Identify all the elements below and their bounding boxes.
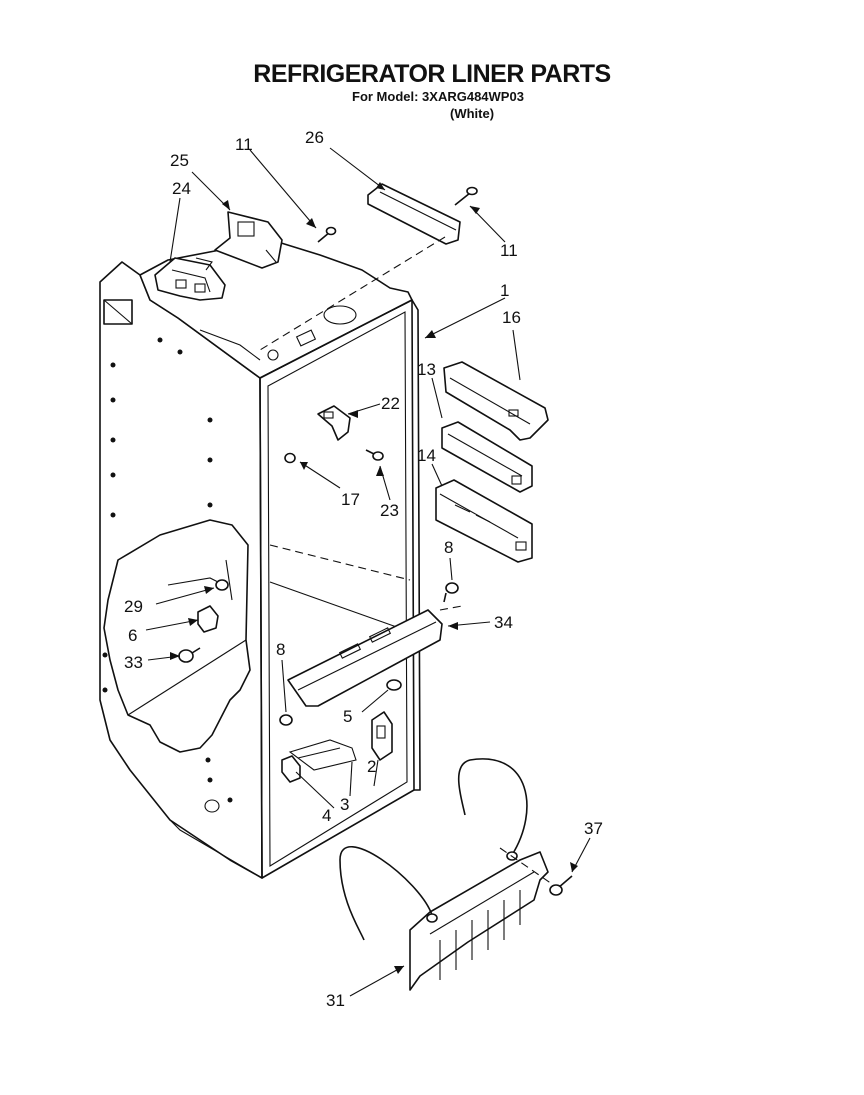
label-part-4: 4: [322, 806, 331, 825]
label-part-22: 22: [381, 394, 400, 413]
part-24-housing: [154, 257, 226, 301]
label-part-33: 33: [124, 653, 143, 672]
model-number: For Model: 3XARG484WP03: [352, 89, 524, 104]
part-4-lamp-socket: [281, 755, 301, 783]
screw-11-top: [454, 186, 478, 206]
part-6-thermostat: [197, 605, 219, 633]
label-part-11-right: 11: [500, 241, 518, 260]
label-part-37: 37: [584, 819, 603, 838]
label-part-8-left: 8: [276, 640, 285, 659]
label-part-16: 16: [502, 308, 521, 327]
label-part-23: 23: [380, 501, 399, 520]
part-2-switch: [371, 711, 393, 761]
part-13-bracket: [441, 421, 533, 493]
screw-37: [499, 847, 573, 896]
screw-8-left: [279, 714, 293, 726]
label-part-26: 26: [305, 128, 324, 147]
label-part-3: 3: [340, 795, 349, 814]
label-part-2: 2: [367, 757, 376, 776]
callout-leaders: [145, 147, 591, 997]
part-3-bracket: [288, 739, 357, 771]
label-part-29: 29: [124, 597, 143, 616]
label-part-5: 5: [343, 707, 352, 726]
part-31-heater: [339, 758, 549, 991]
part-34-light-cover: [287, 605, 463, 707]
label-part-6: 6: [128, 626, 137, 645]
part-29-wire: [167, 577, 229, 591]
label-part-8-right: 8: [444, 538, 453, 557]
part-26-rail: [259, 183, 461, 351]
leader-arrowheads: [170, 182, 578, 974]
label-part-11-top: 11: [235, 135, 253, 154]
screw-17: [284, 452, 296, 464]
label-part-17: 17: [341, 490, 360, 509]
screw-11-left: [317, 226, 337, 243]
side-mounting-holes: [102, 337, 233, 803]
label-part-25: 25: [170, 151, 189, 170]
liner-body: [99, 237, 421, 879]
part-16-cover: [443, 361, 549, 441]
label-part-1: 1: [500, 281, 509, 300]
page-title: REFRIGERATOR LINER PARTS: [253, 60, 611, 88]
screw-8-right: [443, 582, 459, 603]
part-22-bracket: [317, 405, 351, 441]
screw-23: [365, 449, 384, 461]
label-part-31: 31: [326, 991, 345, 1010]
label-part-13: 13: [417, 360, 436, 379]
label-part-24: 24: [172, 179, 191, 198]
label-part-34: 34: [494, 613, 513, 632]
part-5-socket: [386, 679, 402, 691]
part-14-module: [435, 479, 533, 563]
label-part-14: 14: [417, 446, 436, 465]
color-note: (White): [450, 106, 495, 121]
part-25-bracket: [214, 211, 283, 269]
